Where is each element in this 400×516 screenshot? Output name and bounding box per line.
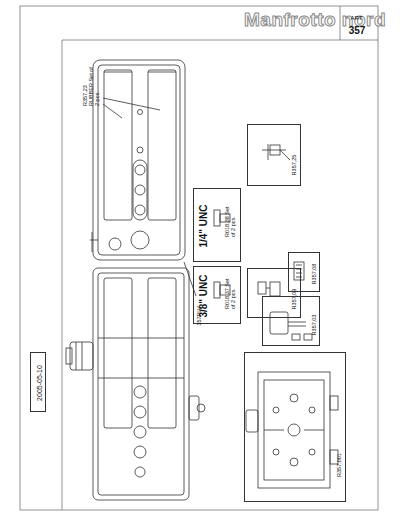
- drawing-line: [258, 282, 266, 294]
- sheet-frame: [20, 6, 378, 510]
- drawing-line: [214, 282, 220, 298]
- drawing-line: [330, 396, 338, 410]
- drawing-line: [288, 322, 306, 323]
- drawing-line: [70, 342, 93, 370]
- drawing-line: [264, 430, 284, 431]
- part-number: R018,37 Set of 2 pcs.: [224, 273, 236, 309]
- drawing-line: [134, 426, 146, 438]
- part-label: 357PLV: [197, 306, 203, 325]
- drawing-line: [296, 277, 302, 278]
- drawing-line: [270, 145, 280, 155]
- drawing-line: [262, 150, 286, 151]
- drawing-line: [109, 238, 121, 250]
- drawing-line: [258, 372, 330, 488]
- drawing-line: [296, 265, 302, 266]
- drawing-line: [62, 40, 378, 41]
- drawing-line: [93, 268, 189, 500]
- drawing-line: [135, 165, 145, 175]
- drawing-line: [214, 210, 220, 226]
- drawing-line: [148, 70, 176, 220]
- drawing-line: [290, 394, 298, 402]
- drawing-line: [273, 407, 279, 413]
- detail-box: 1/4" UNC R018,38 Set of 2 pcs.: [193, 188, 241, 262]
- detail-box: R357,08: [288, 252, 320, 292]
- drawing-line: [82, 342, 83, 370]
- drawing-line: [309, 407, 315, 413]
- drawing-line: [270, 312, 288, 334]
- drawing-line: [197, 404, 205, 412]
- plate-r357-001: [246, 372, 338, 488]
- drawing-line: [304, 334, 312, 340]
- drawing-line: [104, 70, 132, 220]
- drawing-line: [270, 282, 280, 296]
- drawing-line: [189, 396, 199, 420]
- drawing-line: [98, 65, 180, 255]
- screw-r357-08: [294, 262, 304, 280]
- drawing-line: [288, 424, 300, 436]
- leader-line: [184, 262, 196, 296]
- part-number: R357,03: [312, 315, 318, 336]
- drawing-line: [90, 240, 98, 241]
- screw-r357-25: [262, 144, 290, 160]
- part-number: R018,38 Set of 2 pcs.: [224, 201, 236, 237]
- drawing-line: [268, 144, 269, 160]
- drawing-line: [135, 467, 145, 477]
- lever-r357-03: [270, 312, 312, 340]
- part-number: R357,001: [337, 453, 343, 477]
- detail-box: R357,001: [244, 352, 346, 502]
- part-number: R357,25: [292, 155, 298, 176]
- drawing-line: [98, 338, 184, 339]
- article-number: 357: [349, 26, 366, 36]
- plate-357plv: [90, 60, 185, 260]
- drawing-line: [296, 273, 302, 274]
- drawing-line: [133, 160, 147, 220]
- drawing-line: [93, 60, 185, 260]
- drawing-line: [131, 231, 149, 249]
- detail-box: R357,03: [262, 296, 320, 346]
- drawing-line: [292, 334, 300, 340]
- drawing-line: [264, 380, 324, 480]
- drawing-line: [246, 410, 258, 432]
- drawing-line: [134, 406, 146, 418]
- drawing-line: [135, 205, 145, 215]
- drawing-line: [294, 262, 304, 280]
- drawing-line: [137, 147, 143, 153]
- drawing-line: [148, 72, 176, 73]
- drawing-line: [134, 446, 146, 458]
- part-label: R357,23 RUBBER Set of 2 pcs.: [82, 66, 100, 106]
- date-box: 2005-05-10: [30, 352, 46, 412]
- detail-box: R357,09: [247, 268, 301, 318]
- drawing-line: [134, 386, 146, 398]
- drawing-line: [148, 278, 176, 428]
- drawing-line: [104, 72, 132, 73]
- drawing-line: [66, 348, 72, 364]
- part-number: R357,08: [312, 264, 318, 285]
- drawing-line: [138, 110, 143, 115]
- leader-line: [103, 98, 160, 110]
- drawing-line: [266, 288, 270, 289]
- drawing-line: [304, 430, 324, 431]
- drawing-line: [104, 278, 132, 428]
- drawing-line: [273, 449, 279, 455]
- drawing-line: [135, 185, 145, 195]
- drawing-line: [288, 326, 306, 327]
- detail-box: R357,25: [247, 124, 301, 186]
- drawing-line: [309, 449, 315, 455]
- drawing-line: [98, 378, 184, 379]
- drawing-line: [98, 273, 184, 495]
- part-r357-09: [258, 282, 280, 296]
- drawing-line: [290, 458, 298, 466]
- drawing-line: [76, 342, 77, 370]
- drawing-line: [280, 150, 290, 160]
- sheet-divider: [62, 40, 63, 510]
- clamp-357: [66, 268, 205, 500]
- leader-line: [103, 104, 122, 118]
- thread-label: 1/4" UNC: [199, 204, 209, 247]
- part-number: 2005-05-10: [36, 365, 43, 401]
- drawing-line: [92, 232, 93, 252]
- article-number: ART.: [351, 15, 364, 21]
